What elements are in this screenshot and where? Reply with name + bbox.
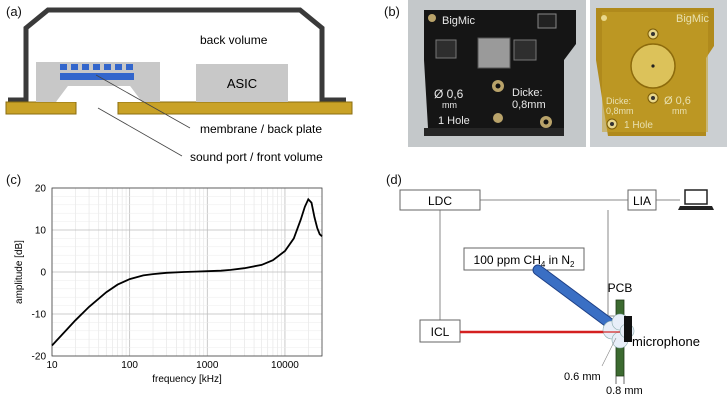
- right-board-title: BigMic: [676, 13, 710, 25]
- panel-c-label: (c): [6, 172, 22, 187]
- x-tick-label: 1000: [196, 360, 219, 371]
- left-board-title: BigMic: [442, 15, 476, 27]
- ic-component: [513, 39, 537, 61]
- membrane-label: membrane / back plate: [200, 122, 322, 136]
- hole: [651, 96, 655, 100]
- y-tick-label: -20: [32, 352, 47, 363]
- frequency-response-chart: 10 100 1000 10000 -20 -10 0 10 20 frequency [kHz…: [14, 184, 323, 385]
- panel-b-pcb-photos: (b) BigMic Ø 0,6 mm Dicke: 0,8mm 1 Hole: [380, 0, 727, 150]
- left-board-diameter-unit: mm: [442, 100, 457, 110]
- right-board-diameter-unit: mm: [672, 106, 687, 116]
- panel-d-setup-schematic: (d) LDC LIA ICL 100 ppm CH4 in N2 PCB: [380, 170, 727, 401]
- mems-die: [36, 62, 160, 102]
- mems-cross-section-diagram: ASIC back volume membrane / back plate s…: [5, 7, 353, 164]
- x-tick-label: 10000: [271, 360, 299, 371]
- left-pcb-board: [424, 10, 576, 128]
- pad: [493, 113, 503, 123]
- sound-hole: [651, 64, 655, 68]
- y-tick-label: 0: [40, 268, 46, 279]
- x-tick-label: 10: [46, 360, 58, 371]
- dim2-label: 0.8 mm: [606, 385, 643, 397]
- y-tick-label: 10: [35, 226, 47, 237]
- plot-frame: [51, 187, 323, 357]
- gas-label: 100 ppm CH4 in N2: [474, 253, 576, 269]
- x-axis-label: frequency [kHz]: [152, 374, 222, 385]
- microphone-label: microphone: [632, 334, 700, 349]
- panel-c-frequency-response: (c) 10 100 1000 10000 -20 -10 0 10 20 frequency …: [0, 170, 375, 401]
- substrate-right: [117, 101, 353, 115]
- hole: [610, 122, 614, 126]
- pcb-label: PCB: [608, 281, 633, 295]
- hole: [495, 83, 501, 89]
- substrate-left: [5, 101, 77, 115]
- y-tick-label: 20: [35, 184, 47, 195]
- back-volume-label: back volume: [200, 33, 268, 47]
- ldc-box: [399, 189, 481, 211]
- lia-box: [627, 189, 657, 211]
- left-board-thickness: 0,8mm: [512, 99, 546, 111]
- dim1-leader: [601, 337, 617, 367]
- panel-a-mems-cross-section: (a) ASIC back volume membrane / back pla…: [0, 0, 375, 170]
- left-board-holes: 1 Hole: [438, 115, 470, 127]
- setup-schematic: LDC LIA ICL 100 ppm CH4 in N2 PCB mic: [399, 189, 714, 397]
- gas-tube: [533, 265, 621, 333]
- ic-component: [435, 39, 457, 59]
- sound-port-label: sound port / front volume: [190, 150, 323, 164]
- right-board-diameter: Ø 0,6: [664, 95, 691, 107]
- amplitude-series-line: [51, 197, 323, 347]
- right-board-holes: 1 Hole: [624, 120, 653, 131]
- y-tick-label: -10: [32, 310, 47, 321]
- icl-label: ICL: [431, 325, 450, 339]
- microphone-component: [477, 37, 511, 69]
- ic-component: [537, 13, 557, 29]
- front-cavity: [56, 86, 142, 102]
- panel-b-label: (b): [384, 4, 400, 19]
- asic-label: ASIC: [227, 76, 257, 91]
- membrane: [60, 73, 134, 80]
- asic-chip: [196, 64, 288, 102]
- lia-label: LIA: [633, 194, 651, 208]
- left-pcb-edge: [424, 128, 564, 136]
- back-plate: [60, 64, 133, 70]
- sound-port-leader: [97, 107, 183, 157]
- right-board-thickness-label: Dicke:: [606, 96, 631, 106]
- left-board-thickness-label: Dicke:: [512, 87, 543, 99]
- gas-box: [463, 247, 585, 271]
- panel-d-label: (d): [386, 172, 402, 187]
- pad: [601, 15, 607, 21]
- hole: [651, 32, 655, 36]
- y-axis-label: amplitude [dB]: [14, 240, 25, 304]
- ldc-label: LDC: [428, 194, 452, 208]
- right-board-thickness: 0,8mm: [606, 106, 634, 116]
- hole: [543, 119, 549, 125]
- microphone-body: [624, 316, 632, 342]
- dim1-label: 0.6 mm: [564, 371, 601, 383]
- x-tick-label: 100: [121, 360, 138, 371]
- pcb-photo-composite: BigMic Ø 0,6 mm Dicke: 0,8mm 1 Hole BigM…: [408, 0, 727, 147]
- microphone-lid: [8, 7, 346, 103]
- left-board-diameter: Ø 0,6: [434, 87, 464, 101]
- membrane-leader: [95, 74, 191, 129]
- laptop-icon: [678, 189, 714, 210]
- pad: [428, 14, 436, 22]
- chart-ticks: 10 100 1000 10000 -20 -10 0 10 20: [32, 184, 300, 372]
- panel-a-label: (a): [6, 4, 22, 19]
